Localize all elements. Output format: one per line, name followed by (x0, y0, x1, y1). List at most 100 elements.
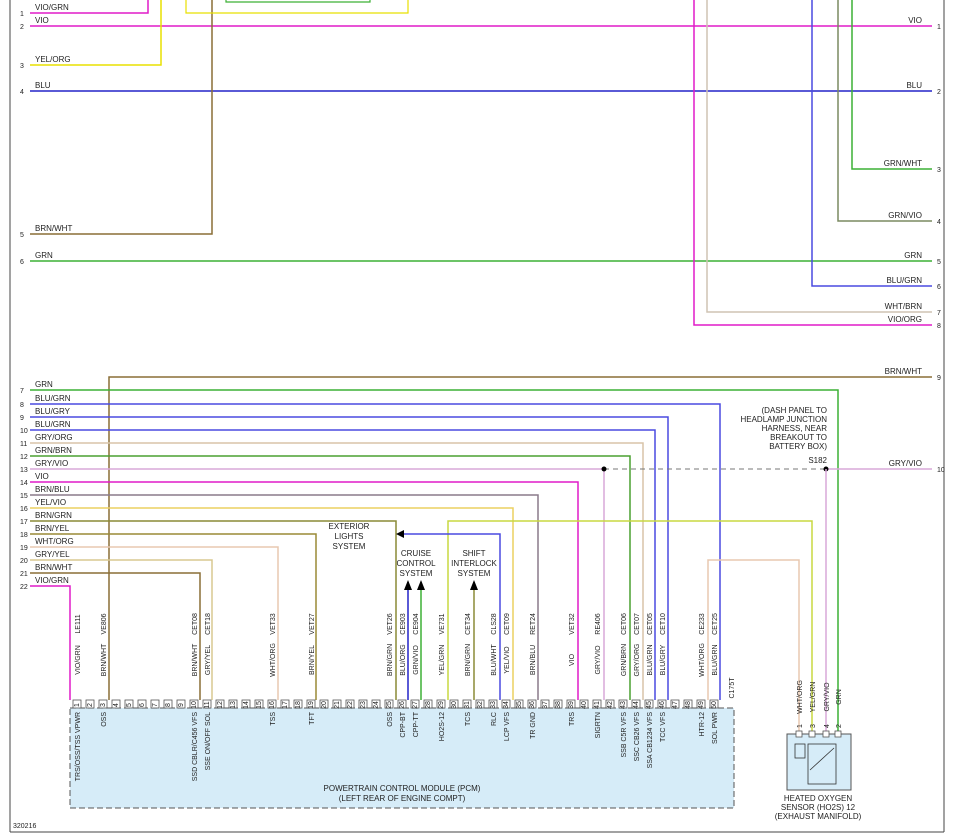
pcm-pin-13 (228, 699, 238, 709)
wire-num-3: 3 (20, 63, 24, 70)
pcm-pin-37 (540, 699, 550, 709)
pcm-wire-color-25: BRN/GRN (387, 644, 394, 676)
wire-left-label-17: BRN/GRN (35, 511, 72, 520)
pcm-function-25: OSS (387, 712, 394, 727)
static-wiring (30, 0, 932, 809)
cruise-control-label-0: CRUISE (401, 549, 431, 558)
pcm-wire-color-26: BLU/ORG (400, 644, 407, 676)
pcm-pin-48 (683, 699, 693, 709)
ho2s-sensing-element (807, 743, 837, 785)
pcm-pin-number-34: 34 (503, 701, 510, 709)
pcm-pin-number-28: 28 (425, 701, 432, 709)
pcm-pin-16 (267, 699, 277, 709)
pcm-wire-color-33: BLU/WHT (491, 644, 498, 676)
wire-right-num-6: 5 (937, 259, 941, 266)
top-box-green (225, 0, 371, 3)
wire-exterior-lights (404, 533, 501, 700)
pcm-title-2: (LEFT REAR OF ENGINE COMPT) (339, 794, 466, 803)
wire-left-9 (30, 416, 669, 700)
wire-left-14 (30, 481, 579, 700)
wire-right-label-9: BRN/WHT (885, 367, 922, 376)
pcm-circuit-29: VE731 (439, 613, 446, 634)
wire-left-20 (30, 559, 213, 700)
ho2s-pin-3 (808, 730, 816, 738)
pcm-pin-number-20: 20 (321, 701, 328, 709)
pcm-pin-26 (397, 699, 407, 709)
wire-top-right-num-3: 3 (937, 167, 941, 174)
pcm-pin-number-32: 32 (477, 701, 484, 709)
wire-right-num-2: 1 (937, 24, 941, 31)
pcm-wire-color-46: BLU/GRY (660, 644, 667, 675)
pcm-pin-number-40: 40 (581, 701, 588, 709)
ho2s-heater-symbol (794, 743, 806, 759)
wire-top-right-num-6: 6 (937, 284, 941, 291)
pcm-pin-number-5: 5 (126, 703, 133, 707)
wire-right-9 (108, 376, 932, 700)
wire-top-right-num-7: 7 (937, 310, 941, 317)
wire-top-right-label-8: VIO/ORG (888, 315, 922, 324)
pcm-wire-color-11: GRY/YEL (205, 645, 212, 675)
ho2s-pin-number-3: 3 (810, 724, 817, 728)
pcm-pin-34 (501, 699, 511, 709)
wire-left-label-11: GRY/ORG (35, 433, 73, 442)
wire-num-5: 5 (20, 232, 24, 239)
wire-left-num-11: 11 (20, 441, 27, 448)
pcm-wire-color-43: GRN/BRN (621, 644, 628, 676)
wire-left-label-16: YEL/VIO (35, 498, 66, 507)
pcm-wire-color-16: WHT/ORG (270, 643, 277, 677)
figure-id: 320216 (13, 823, 36, 830)
pcm-function-33: RLC (491, 712, 498, 726)
pcm-wire-color-1: VIO/GRN (75, 645, 82, 675)
pcm-circuit-44: CET07 (634, 613, 641, 635)
wire-left-label-7: GRN (35, 380, 53, 389)
pcm-function-45: SSA CB1234 VFS (647, 712, 654, 769)
pcm-pin-15 (254, 699, 264, 709)
pcm-pin-number-8: 8 (165, 703, 172, 707)
pcm-circuit-31: CET34 (465, 613, 472, 635)
pcm-title-1: POWERTRAIN CONTROL MODULE (PCM) (324, 784, 481, 793)
wire-left-label-22: VIO/GRN (35, 576, 69, 585)
exterior-lights-label-0: EXTERIOR (329, 522, 370, 531)
wire-right-num-10: 10 (937, 467, 945, 474)
wire-top-right-8 (693, 0, 932, 326)
pcm-pin-8 (163, 699, 173, 709)
wire-left-label-18: BRN/YEL (35, 524, 70, 533)
pcm-pin-3 (98, 699, 108, 709)
splice-id: S182 (808, 456, 827, 465)
pcm-pin-41 (592, 699, 602, 709)
wire-top-right-label-7: WHT/BRN (885, 302, 923, 311)
pcm-function-10: SSD CBLR/C456 VFS (192, 712, 199, 782)
pcm-pin-number-19: 19 (308, 701, 315, 709)
wire-num-1: 1 (20, 11, 24, 18)
wire-left-17 (30, 520, 397, 700)
wire-left-15 (30, 494, 539, 700)
shift-interlock-label-1: INTERLOCK (451, 559, 497, 568)
pcm-pin-27 (410, 699, 420, 709)
pcm-wire-color-45: BLU/GRN (647, 644, 654, 675)
pcm-wire-color-10: BRN/WHT (192, 643, 199, 676)
pcm-wire-color-3: BRN/WHT (101, 643, 108, 676)
pcm-circuit-36: RET24 (530, 613, 537, 635)
splice-note-2: HARNESS, NEAR (762, 424, 828, 433)
arrow-shift-interlock (470, 580, 478, 590)
pcm-pin-47 (670, 699, 680, 709)
wire-label-5: BRN/WHT (35, 224, 72, 233)
arrow-cruise-2 (417, 580, 425, 590)
pcm-pin-2 (85, 699, 95, 709)
pcm-pin-29 (436, 699, 446, 709)
pcm-pin-number-50: 50 (711, 701, 718, 709)
pcm-pin-number-4: 4 (113, 703, 120, 707)
pcm-pin-number-3: 3 (100, 703, 107, 707)
wire-top-right-4 (837, 0, 932, 222)
pcm-pin-36 (527, 699, 537, 709)
ho2s-pin-1 (795, 730, 803, 738)
pcm-function-26: CPP-BT (400, 711, 407, 737)
wire-left-8 (30, 403, 721, 700)
pcm-pin-9 (176, 699, 186, 709)
pcm-pin-number-22: 22 (347, 701, 354, 709)
pcm-circuit-19: VET27 (309, 613, 316, 635)
pcm-pin-24 (371, 699, 381, 709)
pcm-pin-39 (566, 699, 576, 709)
pcm-pin-44 (631, 699, 641, 709)
pcm-pin-number-15: 15 (256, 701, 263, 709)
